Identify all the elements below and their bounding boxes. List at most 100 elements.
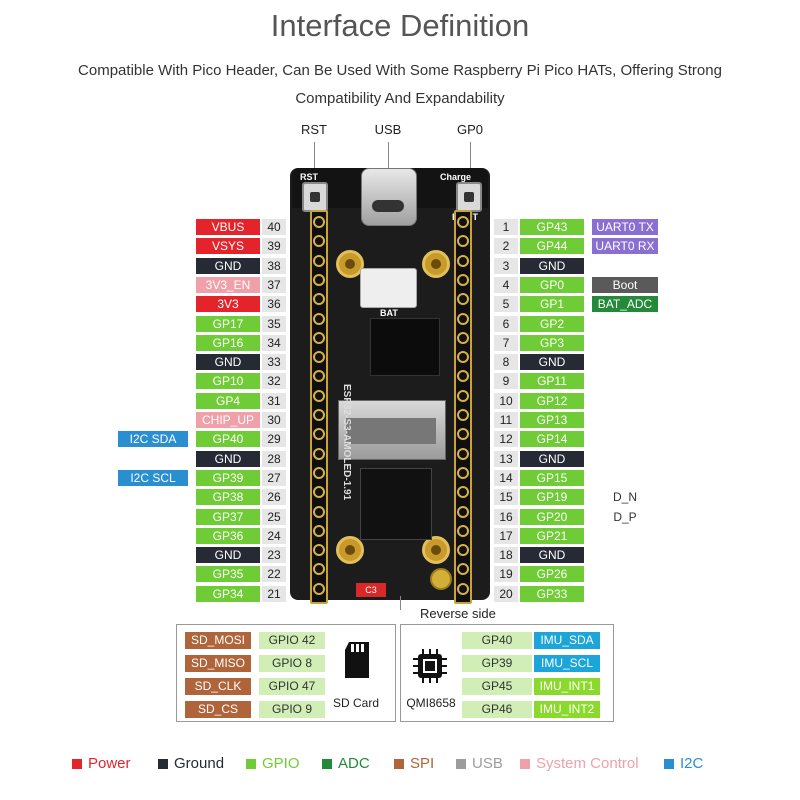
right-pin-number: 11 xyxy=(494,412,518,428)
mounting-hole-top-left xyxy=(336,250,364,278)
imu-gpio: GP45 xyxy=(462,678,532,695)
left-header-pin xyxy=(313,312,325,325)
left-pin-number: 25 xyxy=(262,508,286,525)
right-header-pin xyxy=(457,216,469,228)
right-pin-number: 20 xyxy=(494,585,518,602)
right-pin-label: GP19 xyxy=(520,489,584,506)
sd-card-icon xyxy=(345,642,369,678)
left-pin-label: GP4 xyxy=(196,392,260,409)
right-pin-label: GP13 xyxy=(520,412,584,428)
left-pin-label: GP16 xyxy=(196,334,260,351)
right-pin-label: GND xyxy=(520,257,584,274)
left-pin-number: 39 xyxy=(262,238,286,255)
right-pin-label: GP33 xyxy=(520,585,584,602)
power-chip xyxy=(370,318,440,376)
right-pin-number: 8 xyxy=(494,354,518,371)
right-header-pin xyxy=(457,389,469,402)
right-pin-number: 14 xyxy=(494,469,518,486)
left-pin-label: GP17 xyxy=(196,315,260,332)
board-model-text: ESP32-S3-AMOLED-1.91 xyxy=(341,384,352,501)
right-header-pin xyxy=(457,235,469,248)
right-header-pin xyxy=(457,293,469,306)
legend-swatch xyxy=(456,759,466,769)
left-header-pin xyxy=(313,370,325,383)
left-header-pin xyxy=(313,351,325,364)
left-header-pin xyxy=(313,524,325,537)
left-header-pin xyxy=(313,216,325,228)
left-pin-label: VSYS xyxy=(196,238,260,255)
left-pin-label: VBUS xyxy=(196,219,260,235)
right-pin-number: 2 xyxy=(494,238,518,255)
legend-label: ADC xyxy=(338,755,370,772)
board-charge-text: Charge xyxy=(440,172,472,182)
right-header-pin xyxy=(457,351,469,364)
imu-signal: IMU_SDA xyxy=(534,632,600,649)
right-pin-number: 1 xyxy=(494,219,518,235)
right-pin-number: 7 xyxy=(494,334,518,351)
left-pin-number: 27 xyxy=(262,469,286,486)
left-pin-number: 29 xyxy=(262,431,286,448)
legend-swatch xyxy=(394,759,404,769)
usb-leader-line xyxy=(388,142,389,172)
left-pin-label: GND xyxy=(196,547,260,564)
imu-caption: QMI8658 xyxy=(406,696,456,710)
right-pin-label: GP2 xyxy=(520,315,584,332)
gp0-label: GP0 xyxy=(456,122,483,137)
right-pin-function: D_P xyxy=(613,509,637,524)
rst-button[interactable] xyxy=(302,182,328,212)
antenna-connector xyxy=(430,568,452,590)
right-pin-label: GND xyxy=(520,354,584,371)
sd-gpio: GPIO 47 xyxy=(259,678,325,695)
rst-label: RST xyxy=(301,122,327,137)
right-header-pin xyxy=(457,254,469,267)
left-pin-number: 35 xyxy=(262,315,286,332)
right-pin-function: BAT_ADC xyxy=(592,296,658,313)
left-header-pin xyxy=(313,466,325,479)
chip-icon xyxy=(413,649,447,683)
usb-c-port xyxy=(361,168,417,226)
left-pin-label: GP40 xyxy=(196,431,260,448)
left-pin-label: GND xyxy=(196,354,260,371)
right-pin-label: GP44 xyxy=(520,238,584,255)
left-pin-number: 38 xyxy=(262,257,286,274)
left-header-pin xyxy=(313,428,325,441)
left-pin-function: I2C SCL xyxy=(118,469,188,486)
left-pin-label: GP36 xyxy=(196,527,260,544)
usb-label: USB xyxy=(374,122,402,137)
left-pin-label: GP35 xyxy=(196,566,260,583)
right-header-pin xyxy=(457,370,469,383)
right-pin-label: GP21 xyxy=(520,527,584,544)
right-pin-number: 5 xyxy=(494,296,518,313)
left-pin-label: GP10 xyxy=(196,373,260,390)
right-pin-label: GP14 xyxy=(520,431,584,448)
boot-button[interactable] xyxy=(456,182,482,212)
legend-label: Ground xyxy=(174,755,225,772)
left-pin-label: GND xyxy=(196,450,260,467)
left-pin-label: GP34 xyxy=(196,585,260,602)
right-pin-number: 17 xyxy=(494,527,518,544)
subtitle-line-2: Compatibility And Expandability xyxy=(295,90,505,107)
usb-c-socket xyxy=(372,200,404,212)
legend-label: I2C xyxy=(680,755,704,772)
legend-swatch xyxy=(158,759,168,769)
page-title: Interface Definition xyxy=(270,8,530,43)
mounting-hole-bottom-left xyxy=(336,536,364,564)
left-pin-number: 37 xyxy=(262,276,286,293)
left-header-pin xyxy=(313,389,325,402)
right-pin-label: GND xyxy=(520,547,584,564)
left-pin-number: 33 xyxy=(262,354,286,371)
left-pin-number: 26 xyxy=(262,489,286,506)
imu-gpio: GP46 xyxy=(462,701,532,718)
right-pin-number: 19 xyxy=(494,566,518,583)
right-pin-number: 6 xyxy=(494,315,518,332)
right-pin-label: GP26 xyxy=(520,566,584,583)
right-pin-number: 18 xyxy=(494,547,518,564)
reverse-side-label: Reverse side xyxy=(420,606,496,621)
right-pin-number: 3 xyxy=(494,257,518,274)
legend-label: SPI xyxy=(410,755,435,772)
bat-text: BAT xyxy=(380,308,398,318)
sd-gpio: GPIO 8 xyxy=(259,655,325,672)
left-pin-label: 3V3 xyxy=(196,296,260,313)
legend-label: USB xyxy=(472,755,503,772)
left-header-pin xyxy=(313,254,325,267)
